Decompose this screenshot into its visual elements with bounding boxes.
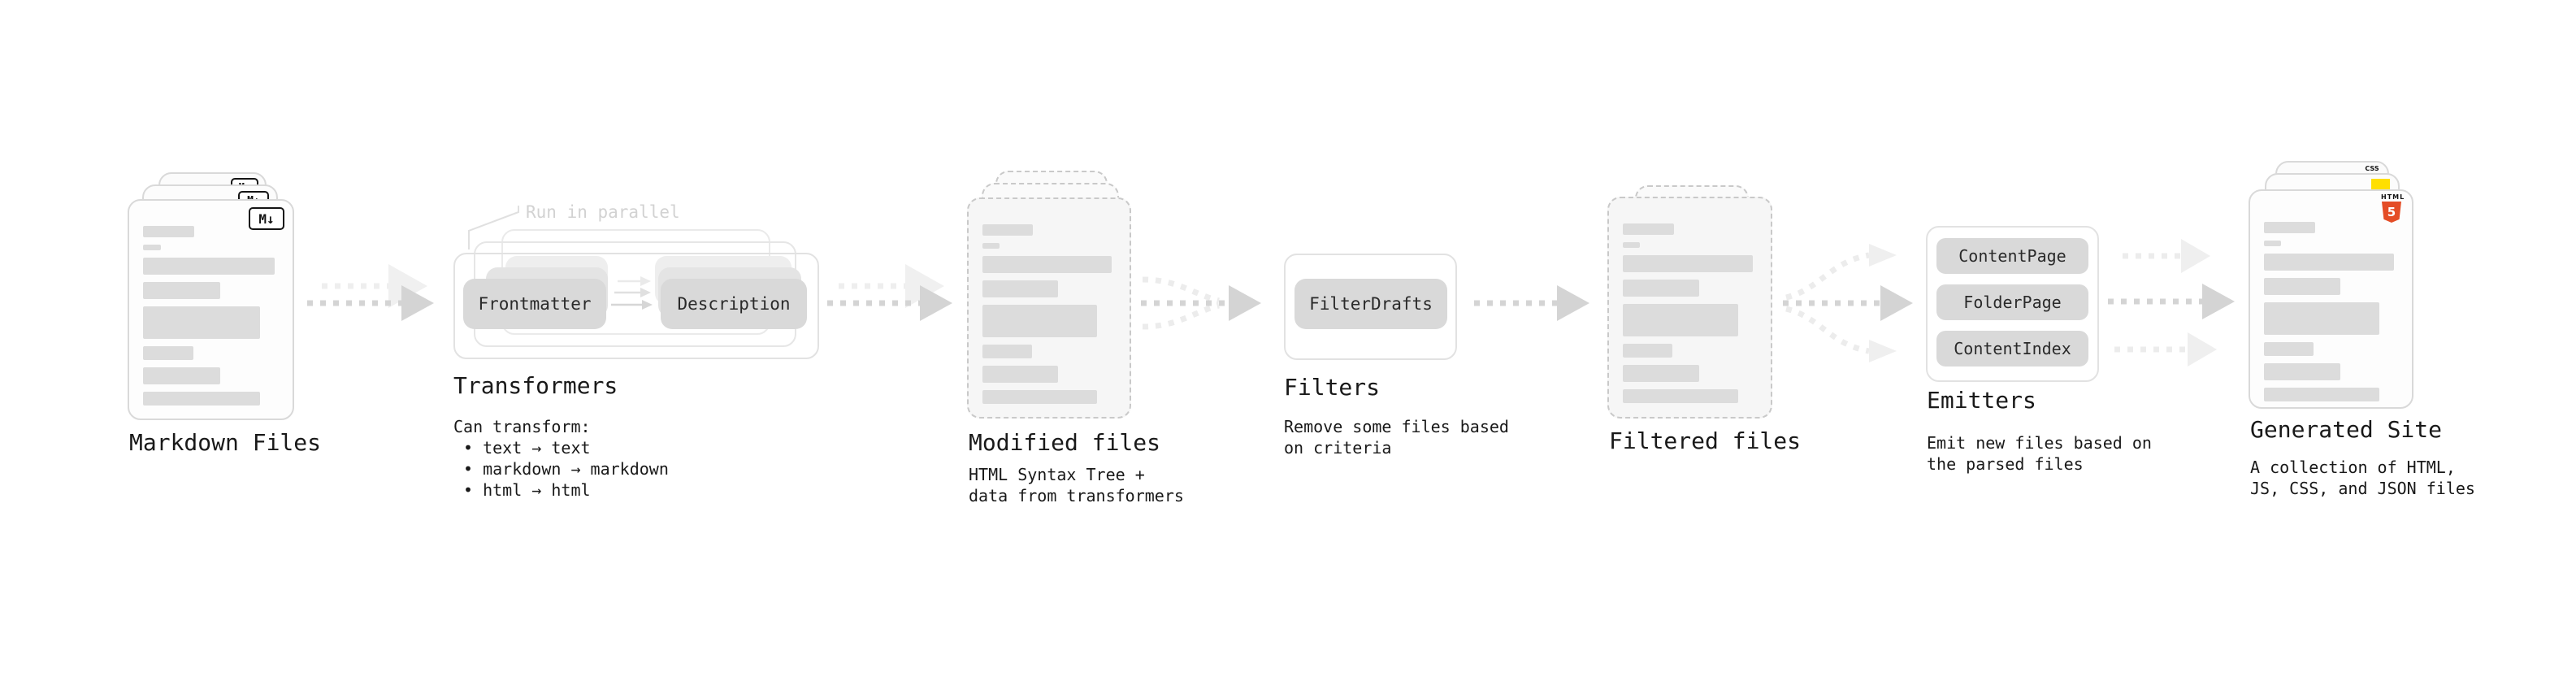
filtered-doc-front — [1607, 197, 1772, 419]
flow-arrow-ghost-transformers-modified — [839, 264, 944, 308]
js-file-icon — [2371, 179, 2390, 189]
doc-placeholder-lines — [143, 226, 279, 406]
modified-doc-front — [967, 197, 1131, 419]
transformer-frame-front — [453, 253, 819, 359]
filterdrafts-pill: FilterDrafts — [1295, 279, 1447, 329]
transformers-title: Transformers — [453, 372, 618, 399]
markdown-files-label: Markdown Files — [129, 429, 322, 456]
generated-site-caption: A collection of HTML, JS, CSS, and JSON … — [2250, 457, 2475, 499]
flow-arrow-filtered-emitters — [1783, 244, 1913, 362]
caption-line: data from transformers — [969, 486, 1184, 505]
caption-line: on criteria — [1284, 438, 1392, 458]
frontmatter-pill: Frontmatter — [463, 279, 606, 329]
caption-line: the parsed files — [1927, 454, 2084, 474]
flow-arrow-markdown-transformers — [307, 285, 434, 321]
doc-placeholder-lines — [982, 224, 1116, 404]
caption-line: Emit new files based on — [1927, 433, 2152, 453]
generated-site-label: Generated Site — [2250, 416, 2443, 443]
flow-arrow-filters-filtered — [1474, 285, 1589, 321]
transformers-caption: Can transform: text → text markdown → ma… — [453, 416, 669, 501]
caption-line: Remove some files based — [1284, 417, 1509, 436]
filters-title: Filters — [1284, 374, 1381, 401]
doc-placeholder-lines — [1623, 223, 1757, 403]
flow-arrow-emitters-generated-bottom — [2114, 332, 2217, 367]
markdown-icon: M↓ — [249, 207, 284, 230]
transformer-parallel-arrows — [611, 276, 653, 310]
contentpage-pill: ContentPage — [1936, 238, 2088, 274]
flow-arrow-emitters-generated-middle — [2108, 284, 2235, 319]
filters-caption: Remove some files based on criteria — [1284, 416, 1509, 458]
caption-line: JS, CSS, and JSON files — [2250, 479, 2475, 498]
flow-arrow-transformers-modified — [827, 285, 952, 321]
run-in-parallel-leader-line — [468, 206, 519, 249]
bullet-item: text → text — [453, 437, 669, 458]
flow-arrow-ghost-markdown-transformers — [322, 264, 427, 308]
caption-line: HTML Syntax Tree + — [969, 465, 1145, 484]
bullet-item: markdown → markdown — [453, 458, 669, 479]
markdown-doc-front: M↓ — [128, 199, 294, 420]
generated-doc-front: HTML 5 — [2249, 189, 2413, 409]
caption-line: Can transform: — [453, 417, 591, 436]
bullet-item: html → html — [453, 479, 669, 501]
modified-files-label: Modified files — [969, 429, 1161, 456]
contentindex-pill: ContentIndex — [1936, 331, 2088, 367]
run-in-parallel-note: Run in parallel — [526, 202, 680, 222]
emitters-caption: Emit new files based on the parsed files — [1927, 432, 2152, 475]
folderpage-pill: FolderPage — [1936, 284, 2088, 320]
caption-line: A collection of HTML, — [2250, 458, 2456, 477]
flow-arrow-modified-filters — [1141, 276, 1261, 330]
html5-icon: HTML 5 — [2381, 193, 2404, 223]
flow-arrow-emitters-generated-top — [2123, 239, 2210, 273]
doc-placeholder-lines — [2264, 222, 2398, 401]
emitters-title: Emitters — [1927, 387, 2036, 414]
filtered-files-label: Filtered files — [1609, 427, 1802, 454]
modified-files-caption: HTML Syntax Tree + data from transformer… — [969, 464, 1184, 506]
description-pill: Description — [661, 279, 807, 329]
